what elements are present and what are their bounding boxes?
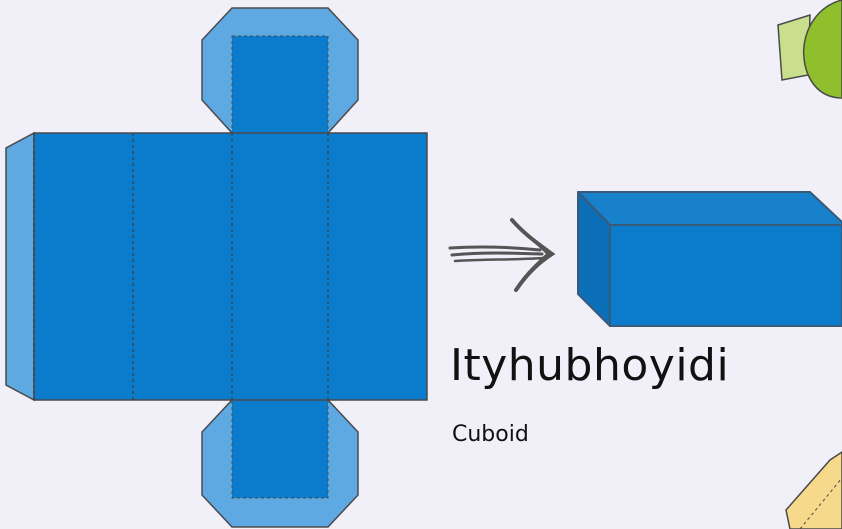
cuboid-3d <box>577 191 842 327</box>
cuboid-front-face <box>609 224 842 327</box>
shape-name-xhosa: Ityhubhoyidi <box>450 340 730 391</box>
cuboid-net <box>5 7 428 528</box>
left-flap <box>5 131 35 402</box>
decoration-bottom-right <box>785 451 842 529</box>
top-face <box>231 35 329 134</box>
cuboid-top-face <box>577 191 842 226</box>
bottom-face <box>231 399 329 499</box>
right-arrow-icon <box>448 218 556 292</box>
shape-name-english: Cuboid <box>452 422 529 447</box>
face-strip <box>33 132 428 401</box>
green-circle <box>802 0 842 99</box>
yellow-shape-fold <box>799 477 842 529</box>
yellow-shape <box>785 451 842 529</box>
decoration-top-right <box>777 0 842 99</box>
